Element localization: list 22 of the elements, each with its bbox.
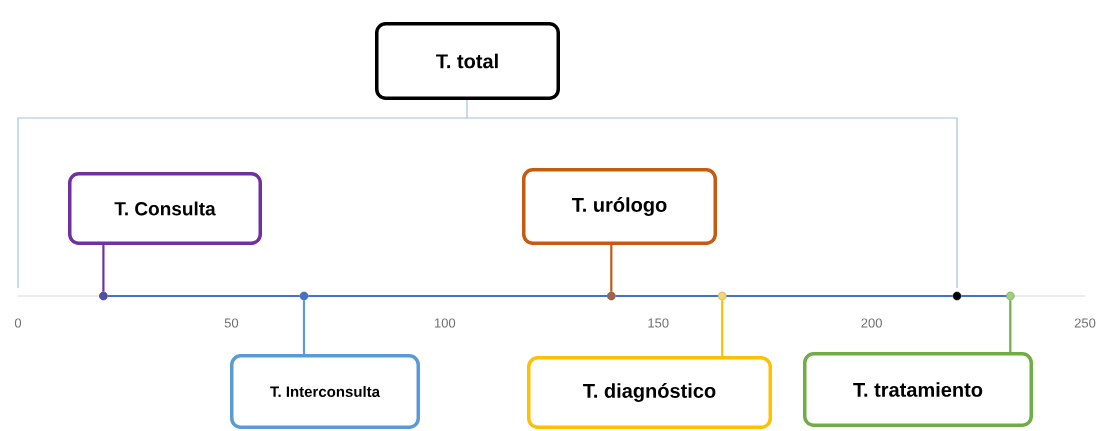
timeline-segment — [726, 294, 953, 298]
label-box: T. urólogo — [522, 168, 717, 245]
timeline-segment — [615, 294, 718, 298]
tick-label: 100 — [434, 318, 456, 328]
label-box: T. Interconsulta — [230, 354, 420, 429]
label-box: T. tratamiento — [803, 352, 1033, 427]
leader-line — [1009, 300, 1012, 352]
timeline-segment — [961, 294, 1006, 298]
tick-label: 0 — [14, 318, 22, 328]
leader-line — [302, 300, 306, 354]
timeline-segment — [107, 294, 300, 298]
label-box: T. diagnóstico — [527, 356, 772, 429]
label-box: T. Consulta — [68, 172, 262, 245]
tick-label: 200 — [861, 318, 882, 328]
leader-line — [721, 300, 724, 356]
tick-label: 250 — [1074, 318, 1096, 328]
leader-line — [610, 245, 613, 292]
tick-label: 50 — [224, 318, 239, 328]
leader-line — [102, 245, 105, 292]
label-box: T. total — [375, 22, 560, 100]
timeline-segment — [308, 294, 607, 298]
tick-label: 150 — [648, 318, 669, 328]
